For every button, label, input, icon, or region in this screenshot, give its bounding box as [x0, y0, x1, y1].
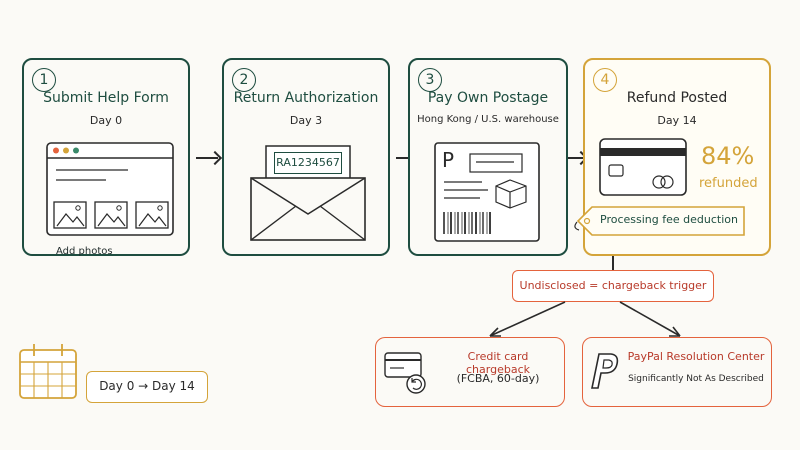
- step-subtitle: Hong Kong / U.S. warehouse: [417, 114, 559, 125]
- arrow-step-3-to-4: [568, 157, 584, 159]
- step-number: 2: [232, 68, 256, 92]
- processing-fee-deduction: Processing fee deduction: [600, 213, 738, 226]
- fee-tag-icon: [574, 206, 745, 236]
- step-number: 1: [32, 68, 56, 92]
- option-title: Credit card chargeback: [466, 350, 530, 376]
- card-refresh-icon: [384, 352, 426, 394]
- step-submit-help-form: 1 Submit Help Form Day 0 Add photos: [22, 58, 190, 257]
- step-title: Refund Posted: [626, 90, 728, 106]
- chargeback-trigger: Undisclosed = chargeback trigger: [512, 270, 714, 302]
- step-title: Pay Own Postage: [427, 90, 549, 106]
- arrow-step-1-to-2: [196, 157, 218, 159]
- option-title: PayPal Resolution Center: [627, 350, 765, 363]
- option-paypal-resolution-center: PayPal Resolution Center Significantly N…: [582, 337, 772, 407]
- ra-number: RA1234567: [274, 152, 342, 174]
- step-subtitle: Day 14: [657, 114, 697, 127]
- browser-form-icon: [46, 142, 174, 236]
- arrow-step-2-to-3: [396, 157, 418, 159]
- shipping-label-icon: [434, 142, 540, 242]
- step-title: Submit Help Form: [43, 90, 169, 106]
- step-return-authorization: 2 Return Authorization Day 3 RA1234567: [222, 58, 390, 256]
- postage-p-mark: P: [442, 148, 455, 172]
- refund-percentage: 84%: [701, 142, 755, 170]
- step-pay-own-postage: 3 Pay Own Postage Hong Kong / U.S. wareh…: [408, 58, 568, 256]
- calendar-icon: [19, 344, 77, 399]
- step-subtitle: Day 0: [89, 114, 123, 127]
- connector-line: [612, 256, 614, 270]
- refunded-label: refunded: [699, 176, 758, 191]
- option-credit-card-chargeback: Credit card chargeback (FCBA, 60-day): [375, 337, 565, 407]
- step-subtitle: Day 3: [289, 114, 323, 127]
- option-subtitle: Significantly Not As Described: [628, 374, 764, 384]
- step-number: 3: [418, 68, 442, 92]
- step-title: Return Authorization: [233, 90, 379, 106]
- paypal-logo-icon: [591, 353, 619, 389]
- add-photos-label: Add photos: [56, 246, 113, 257]
- timeline-range: Day 0 → Day 14: [86, 371, 208, 403]
- step-number: 4: [593, 68, 617, 92]
- credit-card-icon: [599, 138, 687, 196]
- option-subtitle: (FCBA, 60-day): [456, 372, 540, 385]
